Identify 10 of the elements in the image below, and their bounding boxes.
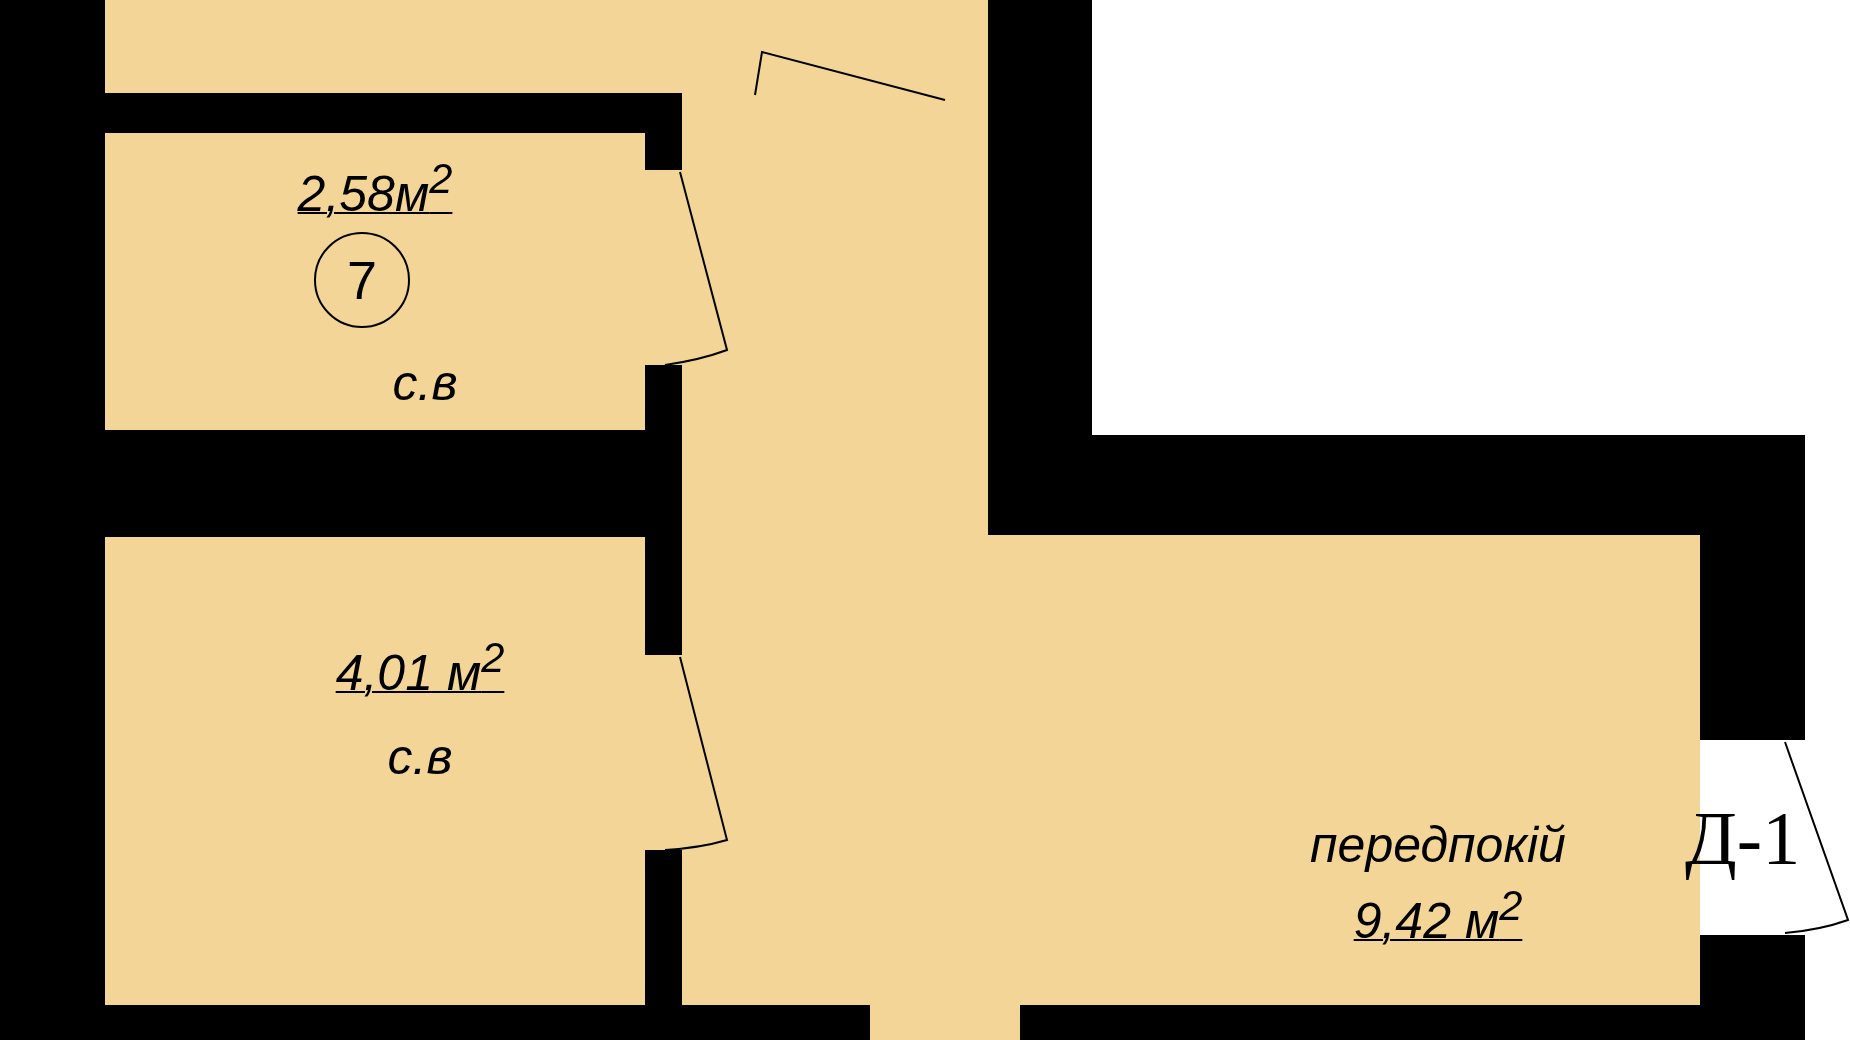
room-name-label: передпокій xyxy=(1310,820,1566,870)
room-area xyxy=(105,133,645,430)
room-number: 7 xyxy=(346,253,377,307)
room-type-label: с.в xyxy=(387,732,453,782)
area-label: 4,01 м$^{2}$ xyxy=(335,637,505,698)
area-label: 2,58м$^{2}$ xyxy=(297,158,453,219)
area-label: 9,42 м$^{2}$ xyxy=(1353,885,1523,946)
room-type-label: с.в xyxy=(392,358,458,408)
room-number-circle xyxy=(314,232,410,328)
room-area xyxy=(105,537,645,1005)
